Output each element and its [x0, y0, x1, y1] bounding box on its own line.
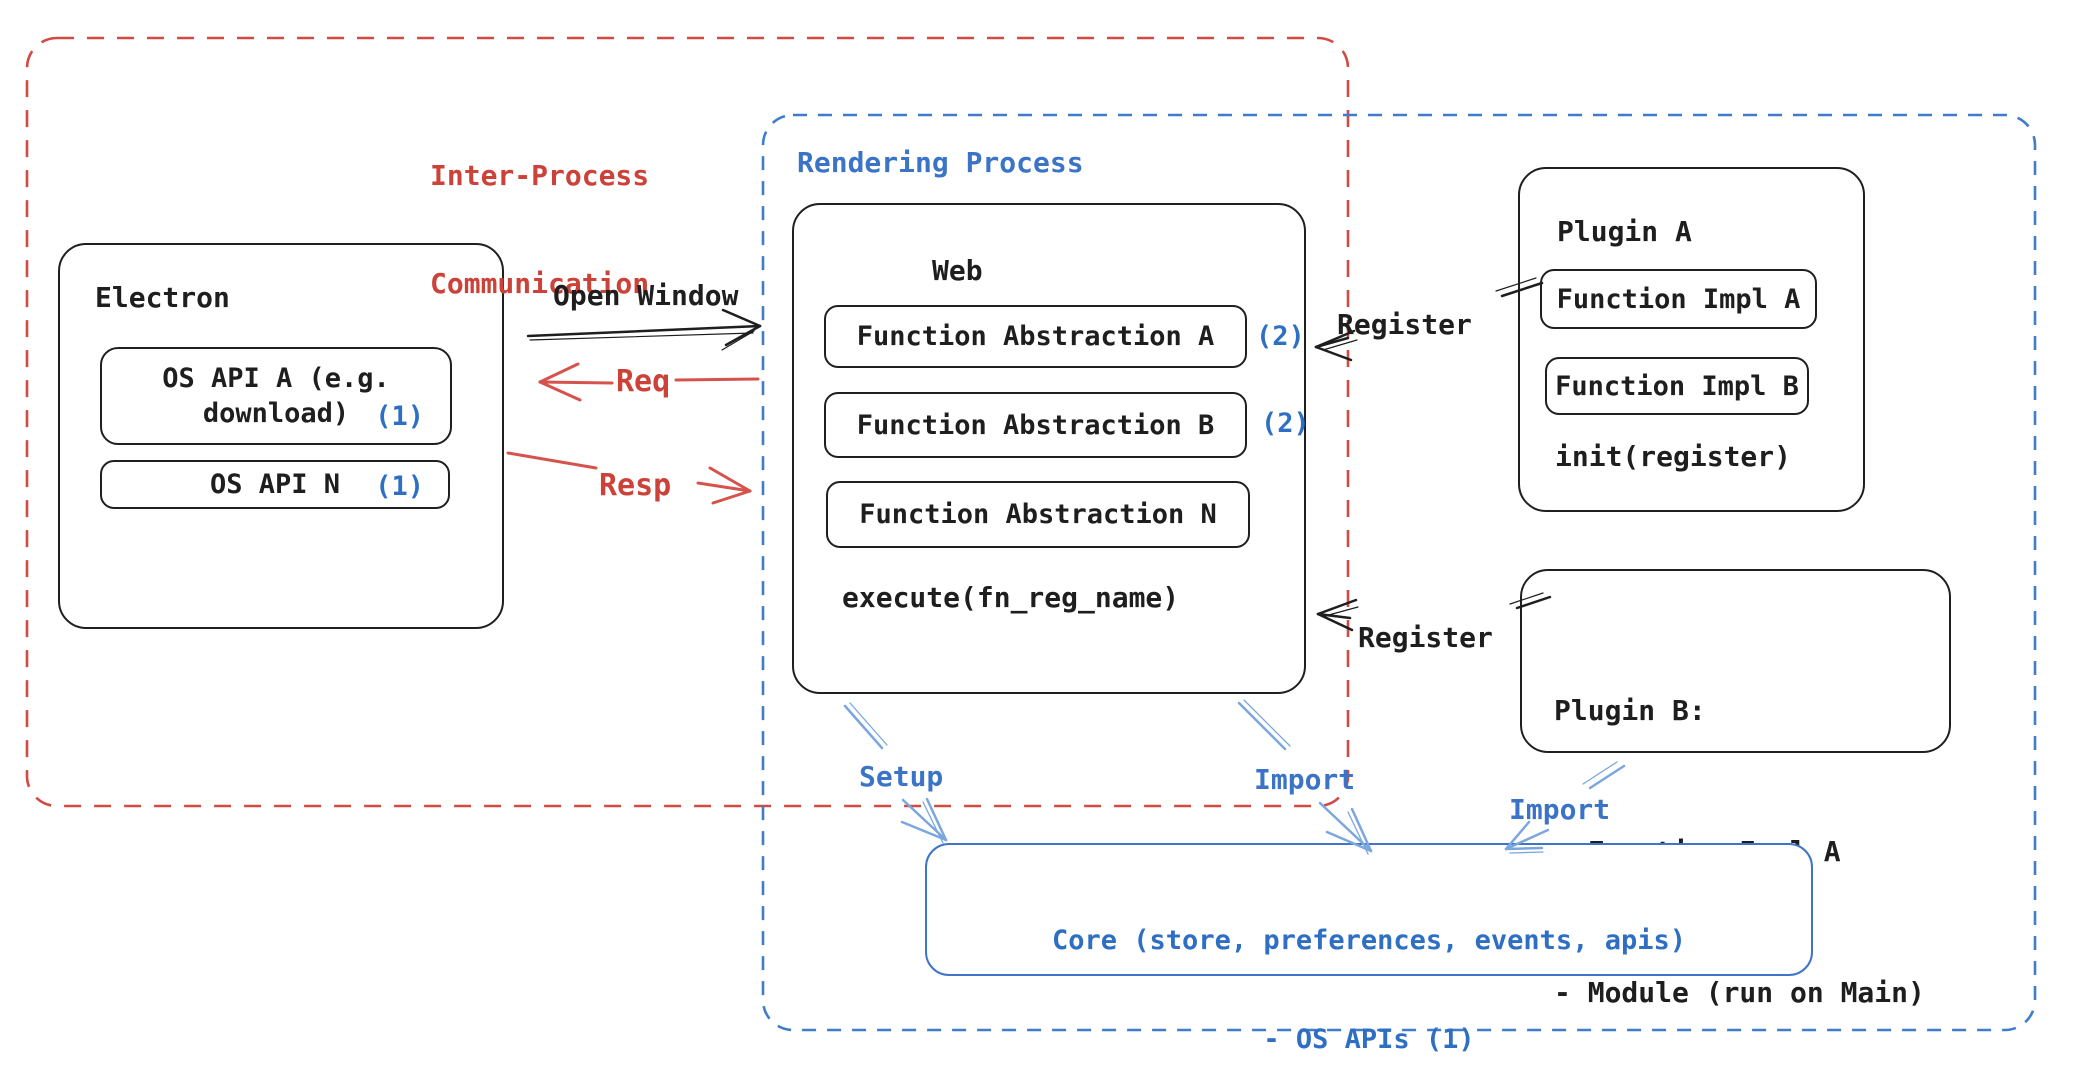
function-abstraction-a-badge: (2): [1256, 321, 1305, 352]
function-impl-b-label: Function Impl B: [1555, 370, 1799, 402]
rendering-group-label: Rendering Process: [797, 146, 1084, 179]
req-label: Req: [616, 364, 671, 399]
os-api-a-line2: download): [202, 398, 350, 429]
ipc-group-label-line1: Inter-Process: [430, 159, 650, 192]
function-abstraction-a-box: Function Abstraction A: [824, 305, 1247, 368]
os-api-a-box: OS API A (e.g. download) (1): [100, 347, 452, 445]
init-register-label: init(register): [1555, 440, 1792, 473]
os-api-a-badge: (1): [375, 401, 424, 432]
import-plugin-label: Import: [1509, 793, 1611, 826]
core-line1: Core (store, preferences, events, apis): [1052, 925, 1686, 956]
function-abstraction-n-label: Function Abstraction N: [859, 499, 1217, 530]
ipc-group-label: Inter-Process Communication: [430, 86, 649, 374]
function-impl-b-box: Function Impl B: [1545, 357, 1809, 415]
import-web-label: Import: [1254, 763, 1356, 796]
register-bottom-label: Register: [1358, 621, 1493, 654]
core-box: Core (store, preferences, events, apis) …: [925, 843, 1813, 1055]
plugin-b-title: Plugin B:: [1554, 694, 1706, 727]
setup-label: Setup: [859, 760, 944, 793]
function-abstraction-n-box: Function Abstraction N: [826, 481, 1250, 548]
os-api-n-label: OS API N: [209, 469, 341, 500]
function-abstraction-a-label: Function Abstraction A: [856, 321, 1215, 352]
plugin-a-title: Plugin A: [1557, 215, 1692, 248]
web-title: Web: [932, 254, 983, 287]
function-abstraction-b-badge: (2): [1261, 408, 1310, 439]
register-top-label: Register: [1337, 308, 1472, 341]
os-api-a-line1: OS API A (e.g.: [162, 363, 390, 394]
function-impl-a-box: Function Impl A: [1540, 269, 1817, 329]
open-window-label: Open Window: [553, 279, 739, 312]
resp-label: Resp: [599, 468, 672, 503]
plugin-b-box: Plugin B: - Function Impl A - Module (ru…: [1520, 569, 1951, 1009]
function-impl-a-label: Function Impl A: [1556, 283, 1801, 315]
web-box: Web Function Abstraction A (2) Function …: [792, 203, 1310, 694]
os-api-n-badge: (1): [375, 471, 424, 502]
core-content: Core (store, preferences, events, apis) …: [927, 858, 1811, 1066]
execute-call-label: execute(fn_reg_name): [842, 581, 1180, 614]
plugin-a-box: Plugin A Function Impl A Function Impl B…: [1518, 167, 1865, 512]
os-api-n-box: OS API N (1): [100, 460, 450, 509]
core-line2: - OS APIs (1): [1263, 1024, 1475, 1055]
electron-title: Electron: [95, 281, 230, 314]
function-abstraction-b-box: Function Abstraction B: [824, 392, 1247, 458]
function-abstraction-b-label: Function Abstraction B: [856, 409, 1215, 441]
